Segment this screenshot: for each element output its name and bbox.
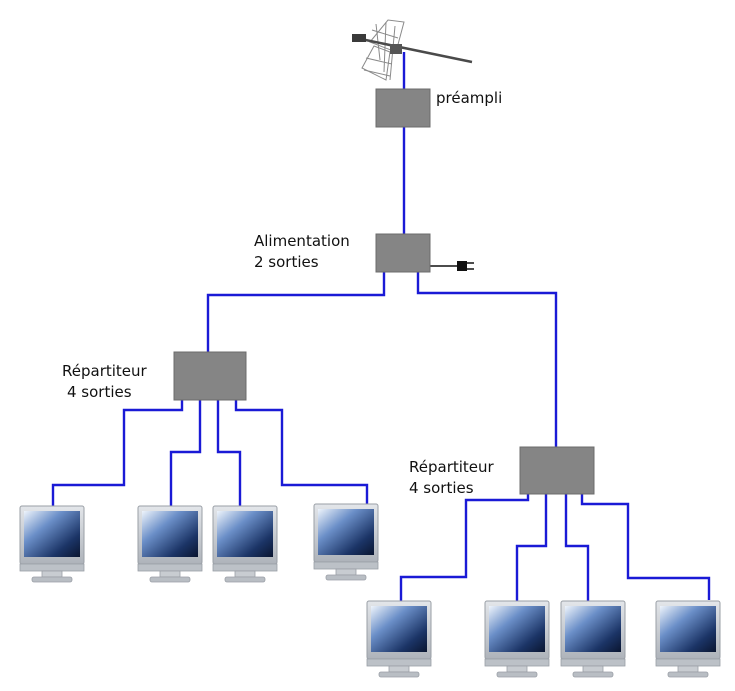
cables [51,127,711,603]
alimentation-box [375,233,431,273]
monitor-icon [366,600,432,678]
repartiteur-right-box [519,446,595,495]
monitor-icon [137,505,203,583]
monitor-icon [19,505,85,583]
monitor-icon [655,600,721,678]
repartiteur-left-box [173,351,247,401]
monitor-icon [212,505,278,583]
monitor-icon [484,600,550,678]
repartiteur-right-label: Répartiteur 4 sorties [409,458,494,497]
alimentation-label: Alimentation 2 sorties [254,232,350,271]
antenna-icon [352,19,473,90]
preampli-box [375,88,431,128]
power-plug-icon [430,261,474,271]
monitor-icon [560,600,626,678]
monitor-icon [313,503,379,581]
preampli-label: préampli [436,89,503,107]
repartiteur-left-label: Répartiteur 4 sorties [62,362,147,401]
